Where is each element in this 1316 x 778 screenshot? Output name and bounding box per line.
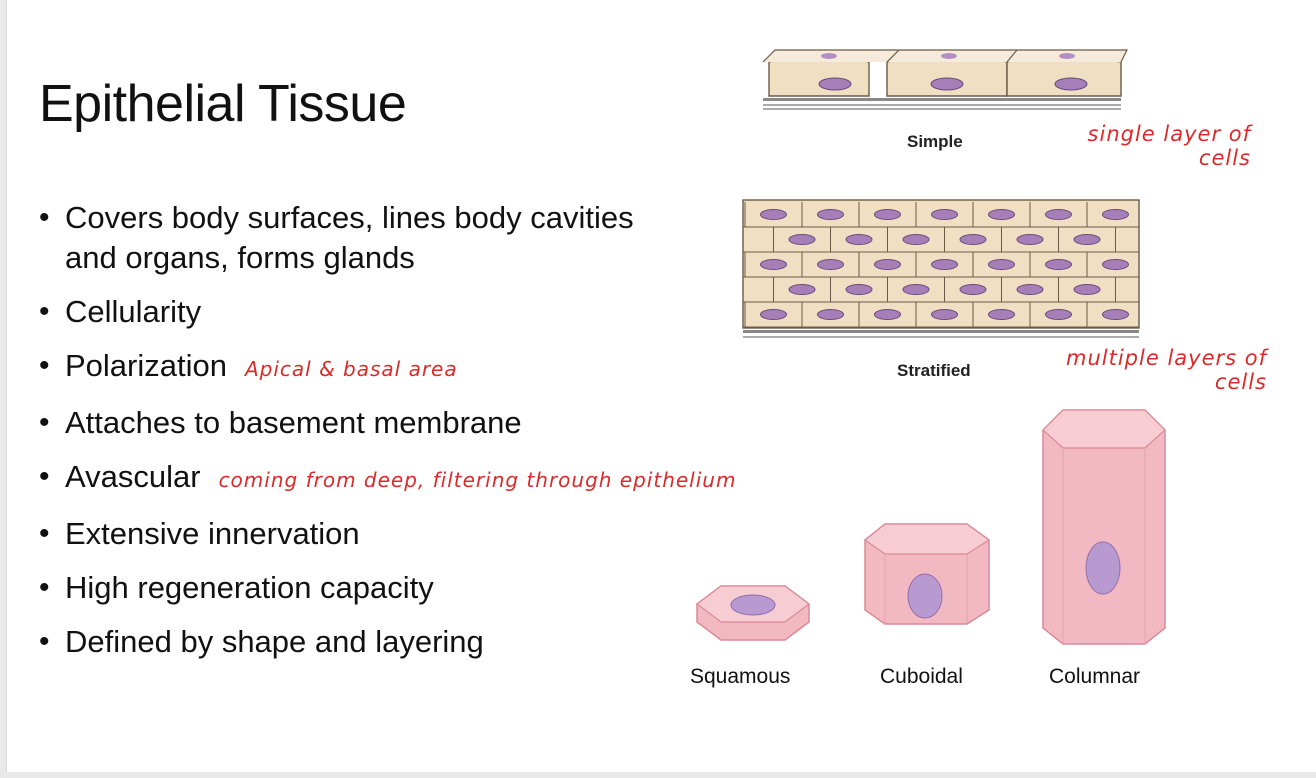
bullet-item: Attaches to basement membrane: [37, 403, 677, 443]
slide: Epithelial Tissue Covers body surfaces, …: [6, 0, 1316, 772]
bullet-item: Avascular coming from deep, filtering thr…: [37, 457, 735, 500]
cell-nucleus: [1102, 209, 1129, 220]
stratified-handwritten-note: multiple layers of cells: [1021, 346, 1267, 394]
bullet-item: Cellularity: [37, 292, 677, 332]
cell-nucleus: [817, 309, 844, 320]
note-line: single layer of: [1087, 122, 1251, 146]
note-line: cells: [1198, 146, 1251, 170]
cell-nucleus: [959, 234, 987, 245]
bullet-item: Defined by shape and layering: [37, 622, 677, 662]
squamous-cell-illustration: [696, 585, 810, 641]
cell-nucleus: [931, 259, 958, 270]
cell-nucleus: [817, 259, 844, 270]
bullet-text: Cellularity: [65, 294, 202, 329]
handwritten-note: Apical & basal area: [244, 357, 458, 381]
cell-nucleus: [1045, 309, 1072, 320]
cell-nucleus: [1102, 309, 1129, 320]
cell-nucleus: [1016, 284, 1044, 295]
bullet-text: Attaches to basement membrane: [65, 405, 522, 440]
cell-nucleus: [874, 259, 901, 270]
cell-nucleus: [845, 284, 873, 295]
cell-nucleus: [902, 234, 930, 245]
cell-nucleus: [760, 309, 787, 320]
cell-nucleus: [988, 209, 1015, 220]
bullet-text: Defined by shape and layering: [65, 624, 484, 659]
slide-title: Epithelial Tissue: [39, 75, 407, 133]
cell-nucleus: [845, 234, 873, 245]
cell-nucleus: [874, 209, 901, 220]
cell-nucleus: [1045, 259, 1072, 270]
cell-nucleus: [1073, 234, 1101, 245]
bullet-text: High regeneration capacity: [65, 570, 434, 605]
simple-label: Simple: [907, 132, 963, 151]
stratified-label: Stratified: [897, 361, 971, 380]
cell-nucleus: [1016, 234, 1044, 245]
bullet-item: Extensive innervation: [37, 514, 677, 554]
columnar-cell-illustration: [1042, 409, 1166, 645]
cell-nucleus: [988, 309, 1015, 320]
note-line: cells: [1214, 370, 1267, 394]
cell-nucleus: [788, 284, 816, 295]
cell-nucleus: [817, 209, 844, 220]
cell-nucleus: [760, 259, 787, 270]
cuboidal-cell-illustration: [863, 523, 991, 625]
bullet-text: Covers body surfaces, lines body cavitie…: [65, 200, 634, 275]
cell-nucleus: [931, 209, 958, 220]
simple-epithelium-illustration: [762, 49, 1128, 110]
bullet-text: Polarization: [65, 348, 227, 383]
bullet-text: Extensive innervation: [65, 516, 360, 551]
cell-nucleus: [931, 309, 958, 320]
bullet-list: Covers body surfaces, lines body cavitie…: [37, 198, 735, 662]
cell-nucleus: [988, 259, 1015, 270]
bullet-item: Polarization Apical & basal area: [37, 346, 677, 389]
bullet-item: Covers body surfaces, lines body cavitie…: [37, 198, 677, 278]
columnar-label: Columnar: [1049, 665, 1141, 688]
squamous-label: Squamous: [690, 665, 791, 688]
cell-nucleus: [1102, 259, 1129, 270]
bullet-text: Avascular: [65, 459, 201, 494]
bullet-item: High regeneration capacity: [37, 568, 677, 608]
note-line: multiple layers of: [1066, 346, 1267, 370]
simple-handwritten-note: single layer of cells: [1015, 122, 1251, 170]
cell-nucleus: [760, 209, 787, 220]
cell-nucleus: [788, 234, 816, 245]
handwritten-note: coming from deep, filtering through epit…: [218, 468, 737, 492]
cell-nucleus: [1045, 209, 1072, 220]
cell-nucleus: [959, 284, 987, 295]
cuboidal-label: Cuboidal: [880, 665, 963, 688]
stratified-epithelium-illustration: [742, 199, 1140, 338]
cell-nucleus: [1073, 284, 1101, 295]
cell-nucleus: [874, 309, 901, 320]
cell-nucleus: [902, 284, 930, 295]
